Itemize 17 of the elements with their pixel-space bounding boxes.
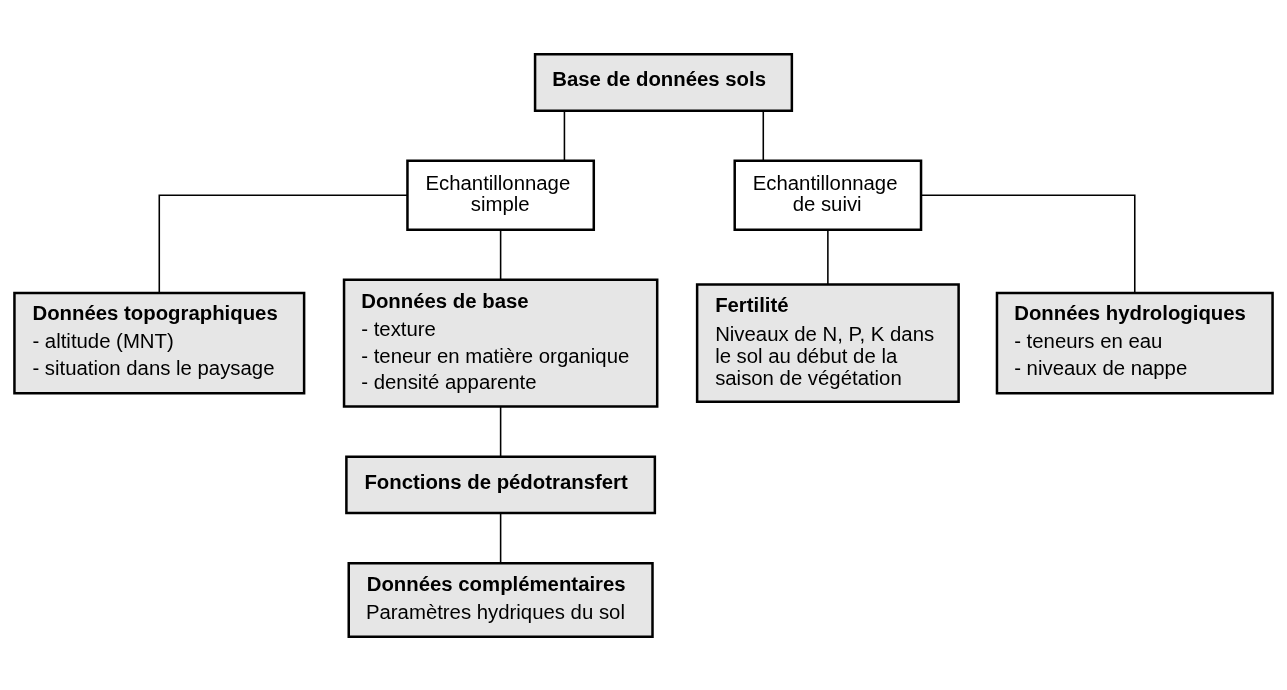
- node-box: Echantillonnage de suivi: [733, 159, 923, 231]
- connector: [563, 109, 566, 161]
- connector: [499, 228, 502, 280]
- connector: [920, 193, 1136, 293]
- node-box: Données hydrologiques - teneurs en eau - niveaux de nappe: [995, 291, 1274, 394]
- connector: [499, 405, 502, 457]
- node-box: Fonctions de pédotransfert: [345, 454, 657, 514]
- node-box: Base de données sols: [533, 52, 794, 112]
- node-box: Echantillonnage simple: [406, 159, 596, 231]
- connector: [158, 193, 409, 293]
- connector: [827, 228, 829, 285]
- node-box: Données complémentaires Paramètres hydriques du sol: [347, 561, 654, 638]
- node-box: Fertilité Niveaux de N, P, K dans le sol au début de la saison de végétation: [695, 282, 960, 403]
- node-box: Données topographiques - altitude (MNT) - situation dans le paysage: [13, 291, 306, 394]
- node-box: Données de base - texture - teneur en matière organique - densité apparente: [342, 278, 659, 408]
- connector: [499, 512, 502, 564]
- connector: [762, 109, 765, 161]
